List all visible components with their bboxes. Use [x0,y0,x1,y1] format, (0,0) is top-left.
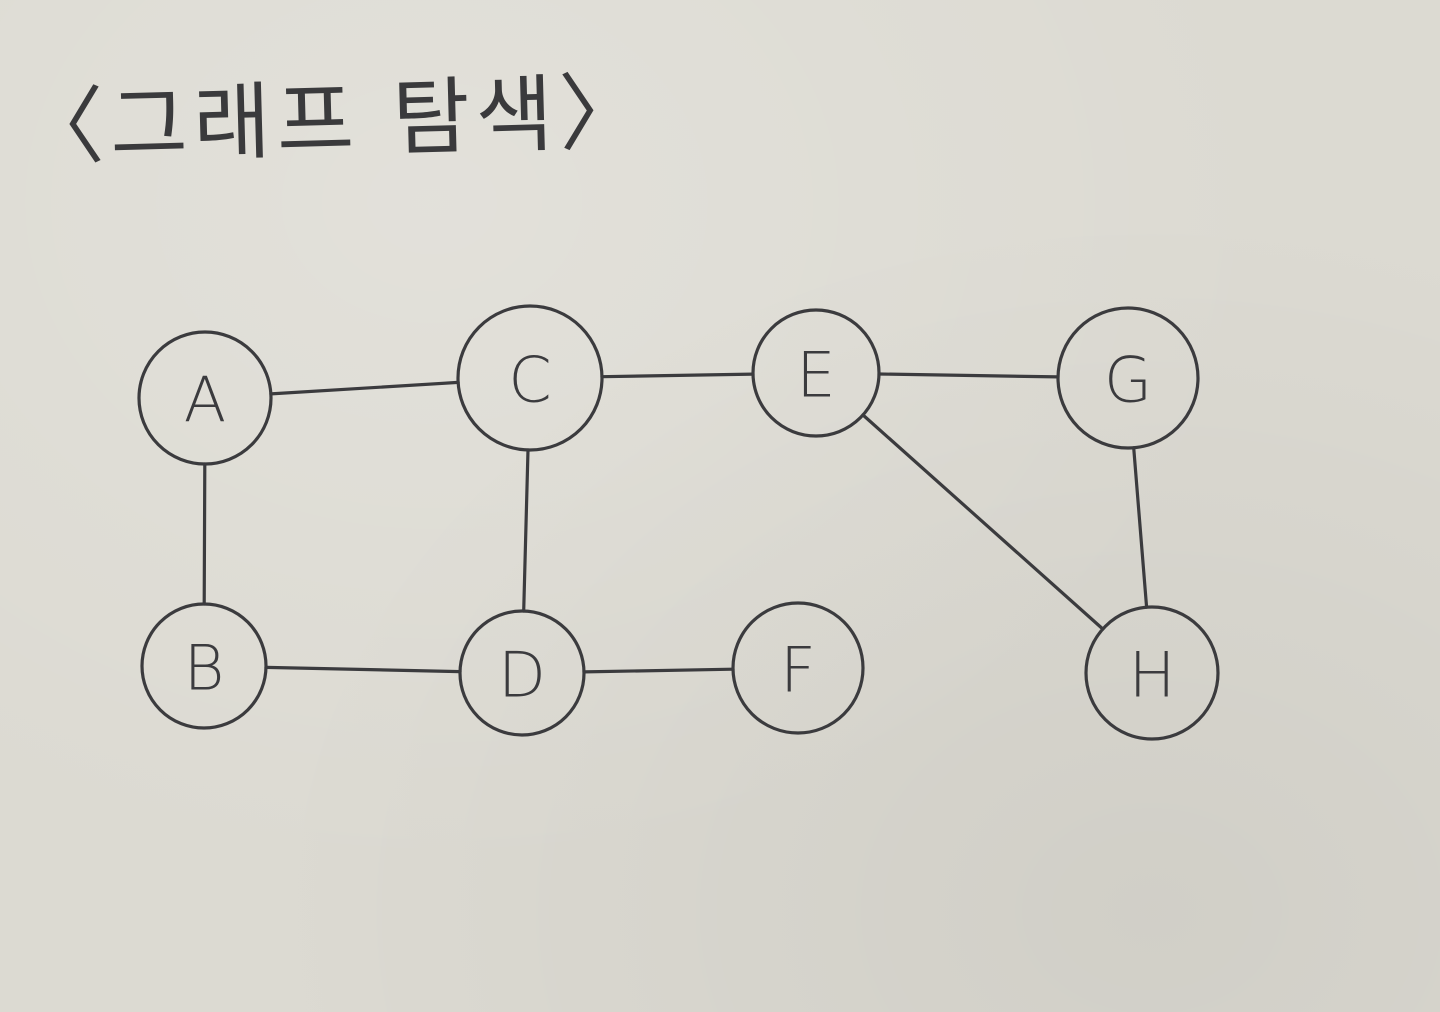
node-h: H [1084,605,1220,741]
edge-a-b [202,462,207,606]
node-e: E [751,308,881,438]
node-c: C [456,304,604,452]
node-circle-b [140,602,268,730]
node-label-f: F [780,634,816,707]
node-a: A [137,330,273,466]
edge-c-e [600,372,755,379]
edge-e-g [877,372,1060,379]
edge-b-d [264,665,462,674]
node-circle-a [137,330,273,466]
edge-e-h [861,413,1105,631]
node-label-a: A [184,364,226,437]
edge-g-h [1132,446,1149,609]
edges-layer [202,372,1149,674]
node-label-b: B [184,632,225,705]
nodes-layer: A B C D E F G H [137,304,1220,741]
node-label-e: E [796,339,835,412]
edge-a-c [269,380,460,396]
node-label-g: G [1104,344,1152,417]
node-label-c: C [508,344,551,417]
node-circle-c [456,304,604,452]
node-circle-g [1056,306,1200,450]
edge-c-d [522,448,530,613]
node-label-d: D [498,639,546,712]
node-label-h: H [1129,639,1176,712]
node-g: G [1056,306,1200,450]
node-circle-h [1084,605,1220,741]
node-f: F [731,601,865,735]
node-circle-f [731,601,865,735]
node-b: B [140,602,268,730]
edge-d-f [582,667,735,674]
node-circle-e [751,308,881,438]
node-circle-d [458,609,586,737]
node-d: D [458,609,586,737]
